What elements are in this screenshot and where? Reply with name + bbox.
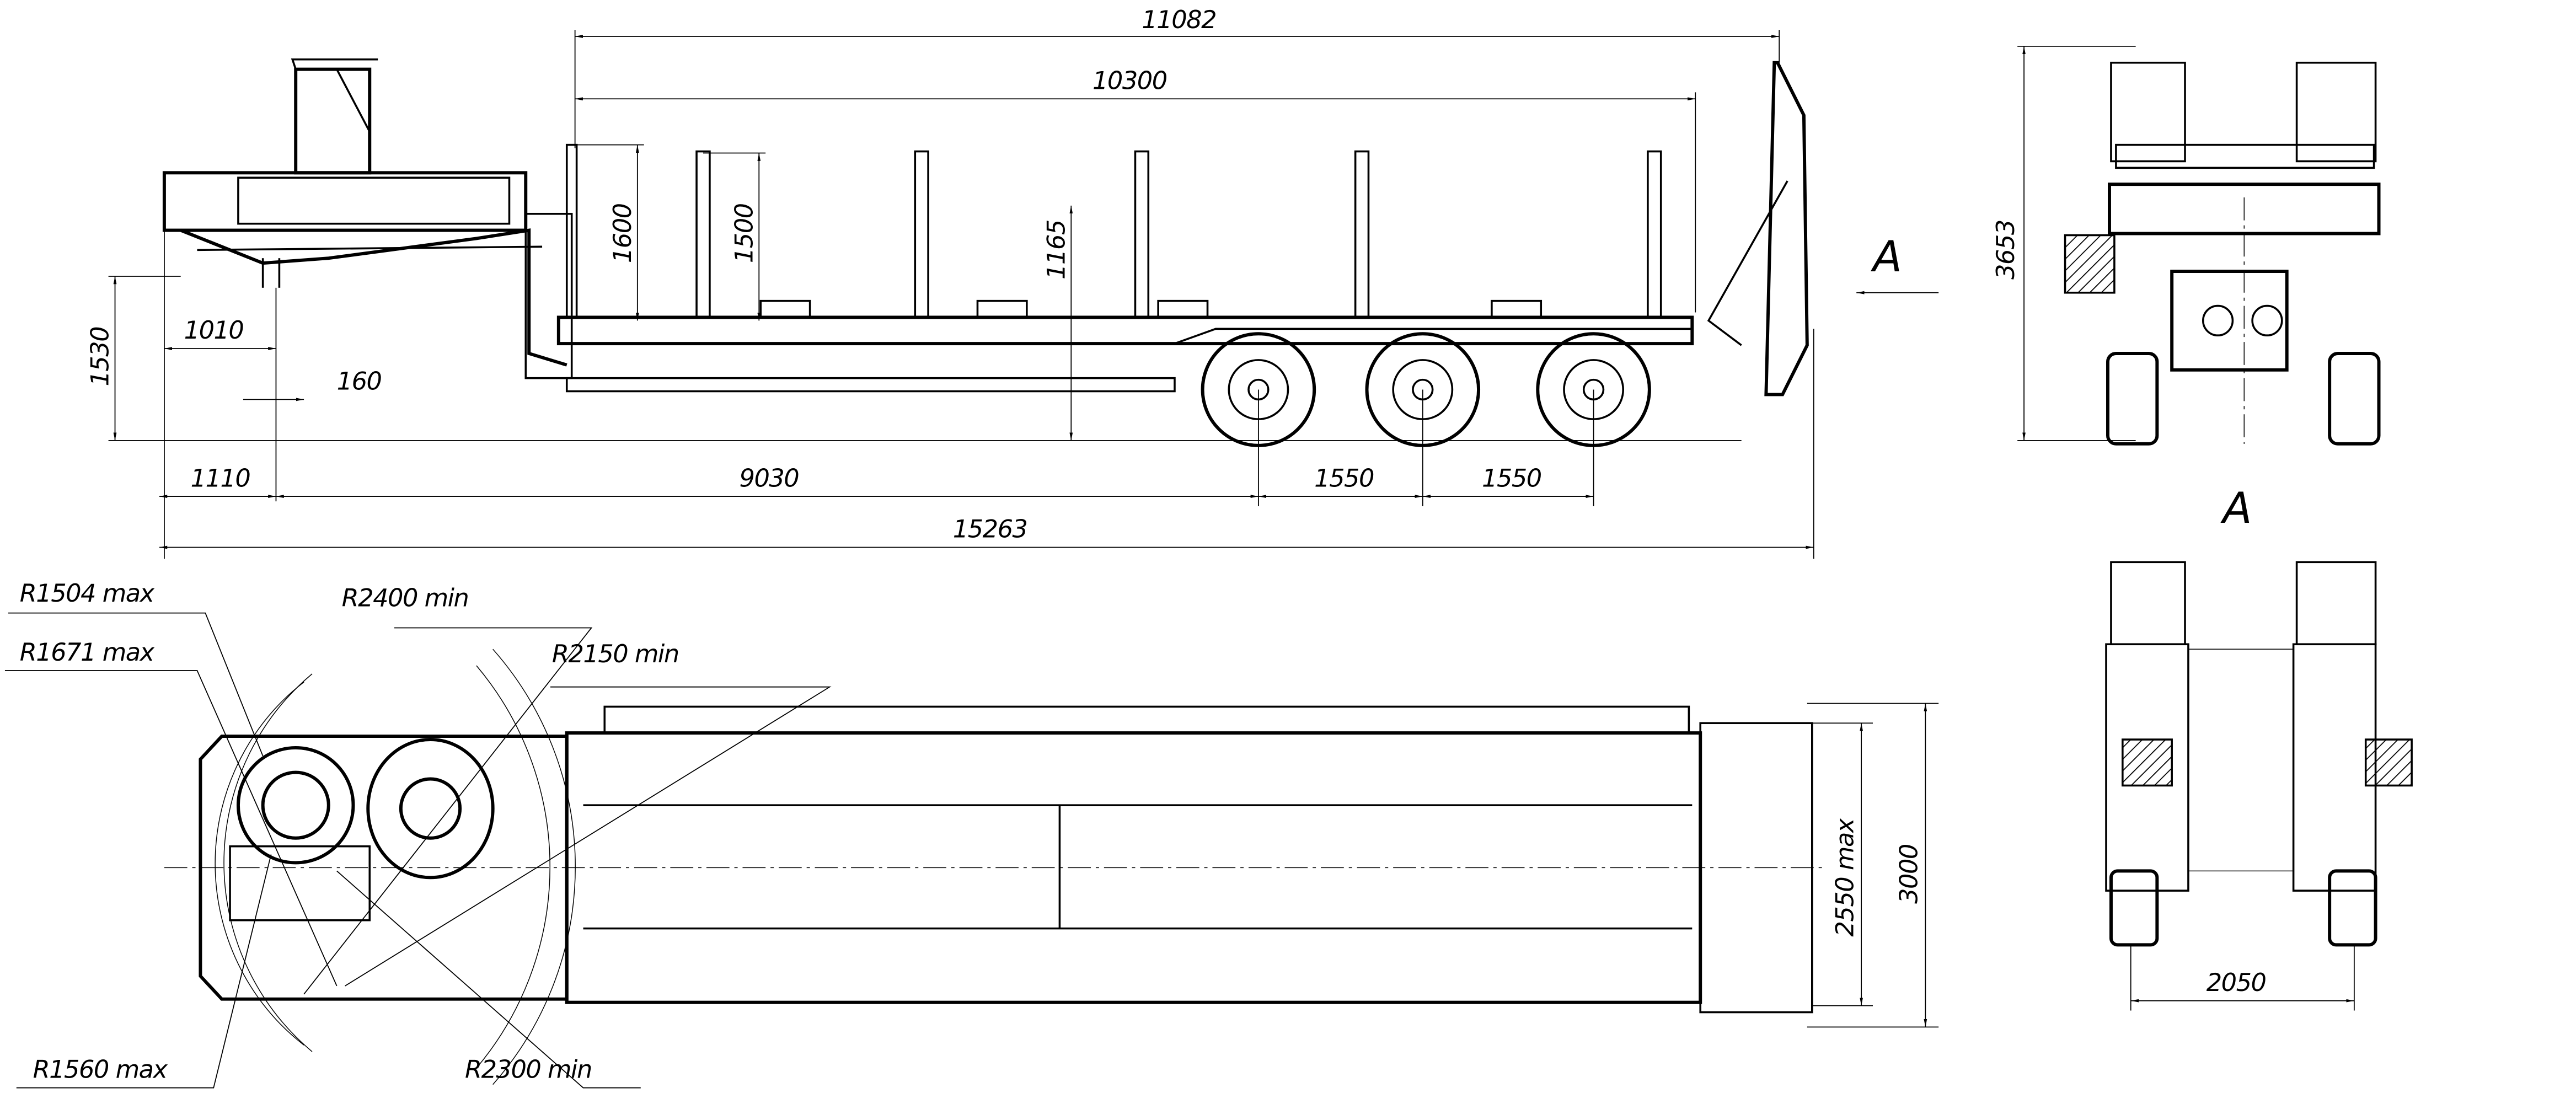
dim-11082: 11082	[1142, 6, 1216, 34]
dim-1010: 1010	[184, 316, 244, 345]
gooseneck-body	[162, 171, 528, 232]
winch-frame	[294, 67, 372, 175]
radius-r1504: R1504 max	[20, 579, 155, 608]
dim-1600: 1600	[608, 203, 637, 263]
dim-10300: 10300	[1092, 66, 1167, 95]
plan-view: R1504 max R1671 max R2400 min R2150 min …	[4, 579, 1939, 1089]
rear-view: 3653 A	[1991, 46, 2381, 533]
dim-1165: 1165	[1042, 220, 1070, 280]
dim-1530: 1530	[86, 327, 115, 387]
deck	[556, 315, 1694, 346]
wheels	[1201, 332, 1651, 447]
view-marker-a: A	[1870, 232, 1901, 282]
radius-r2150: R2150 min	[552, 640, 679, 668]
rear-view-label: A	[2220, 484, 2251, 533]
dim-1550-a: 1550	[1314, 464, 1374, 492]
dim-2050: 2050	[2207, 968, 2266, 997]
dim-1500: 1500	[730, 203, 758, 263]
dim-9030: 9030	[740, 464, 799, 492]
front-view: 2050	[2105, 561, 2413, 1011]
radius-r2300: R2300 min	[465, 1056, 592, 1084]
radius-r1560: R1560 max	[33, 1056, 168, 1084]
side-view: 11082 10300 1600 1500 1165 1530 1010 160…	[86, 6, 1939, 559]
stakes	[565, 143, 1662, 319]
dim-15263: 15263	[953, 515, 1027, 544]
radius-r1671: R1671 max	[20, 638, 155, 667]
dim-1110: 1110	[191, 464, 250, 492]
dim-2550-max: 2550 max	[1830, 818, 1859, 936]
dim-160: 160	[337, 367, 382, 396]
dim-1550-b: 1550	[1482, 464, 1541, 492]
radius-r2400: R2400 min	[342, 584, 469, 613]
dim-3653: 3653	[1991, 220, 2020, 280]
dim-3000: 3000	[1894, 844, 1923, 904]
rear-ramp	[1764, 61, 1809, 397]
